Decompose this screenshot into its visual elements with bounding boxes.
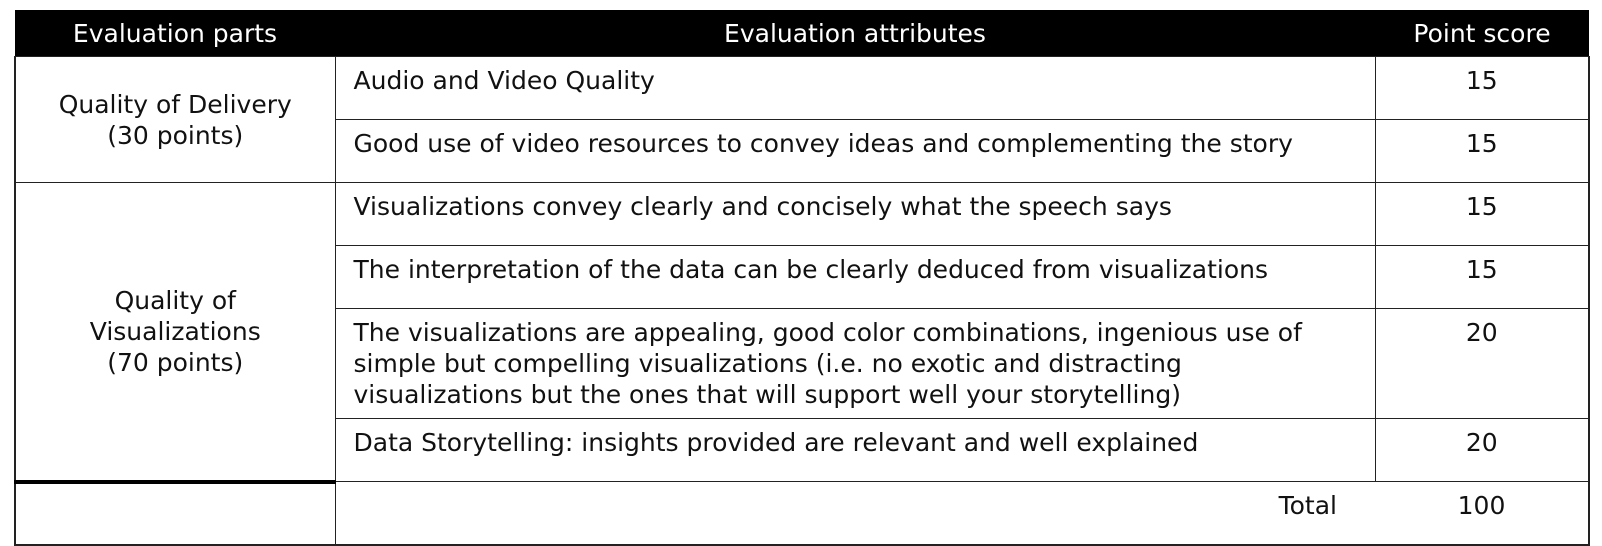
attribute-cell: Visualizations convey clearly and concis… bbox=[334, 182, 1376, 246]
group-cell-quality-of-visualizations: Quality of Visualizations (70 points) bbox=[14, 182, 336, 484]
group-points: (30 points) bbox=[107, 120, 244, 150]
attribute-cell: Audio and Video Quality bbox=[334, 56, 1376, 120]
header-point-score: Point score bbox=[1375, 10, 1589, 57]
total-row: Total 100 bbox=[14, 481, 1590, 546]
score-cell: 15 bbox=[1374, 119, 1590, 183]
group-name: Quality of Visualizations bbox=[89, 285, 261, 346]
table-row: The visualizations are appealing, good c… bbox=[15, 308, 1590, 419]
attribute-cell: The visualizations are appealing, good c… bbox=[334, 308, 1376, 419]
attribute-cell: The interpretation of the data can be cl… bbox=[334, 245, 1376, 309]
header-row: Evaluation parts Evaluation attributes P… bbox=[15, 10, 1589, 57]
header-evaluation-attributes: Evaluation attributes bbox=[335, 10, 1375, 57]
evaluation-rubric-table: Evaluation parts Evaluation attributes P… bbox=[14, 10, 1590, 546]
header-evaluation-parts: Evaluation parts bbox=[15, 10, 335, 57]
score-cell: 15 bbox=[1374, 182, 1590, 246]
score-cell: 15 bbox=[1374, 56, 1590, 120]
group-points: (70 points) bbox=[107, 347, 244, 377]
attribute-cell: Good use of video resources to convey id… bbox=[334, 119, 1376, 183]
attribute-cell: Data Storytelling: insights provided are… bbox=[334, 418, 1376, 482]
total-label: Total bbox=[335, 481, 1375, 546]
table-header: Evaluation parts Evaluation attributes P… bbox=[15, 10, 1589, 57]
rubric-table-frame: Evaluation parts Evaluation attributes P… bbox=[14, 10, 1590, 546]
table-row: Quality of Visualizations (70 points) Vi… bbox=[14, 182, 1590, 484]
table-body: Quality of Delivery (30 points) Audio an… bbox=[14, 56, 1590, 546]
group-cell-quality-of-delivery: Quality of Delivery (30 points) bbox=[14, 56, 336, 183]
score-cell: 20 bbox=[1374, 418, 1590, 482]
score-cell: 20 bbox=[1374, 308, 1590, 419]
group-name: Quality of Delivery bbox=[58, 89, 292, 119]
score-cell: 15 bbox=[1374, 245, 1590, 309]
total-value: 100 bbox=[1375, 481, 1590, 546]
total-spacer-cell bbox=[14, 481, 336, 546]
table-row: Quality of Delivery (30 points) Audio an… bbox=[14, 56, 1590, 183]
table-row: Good use of video resources to convey id… bbox=[15, 119, 1590, 183]
